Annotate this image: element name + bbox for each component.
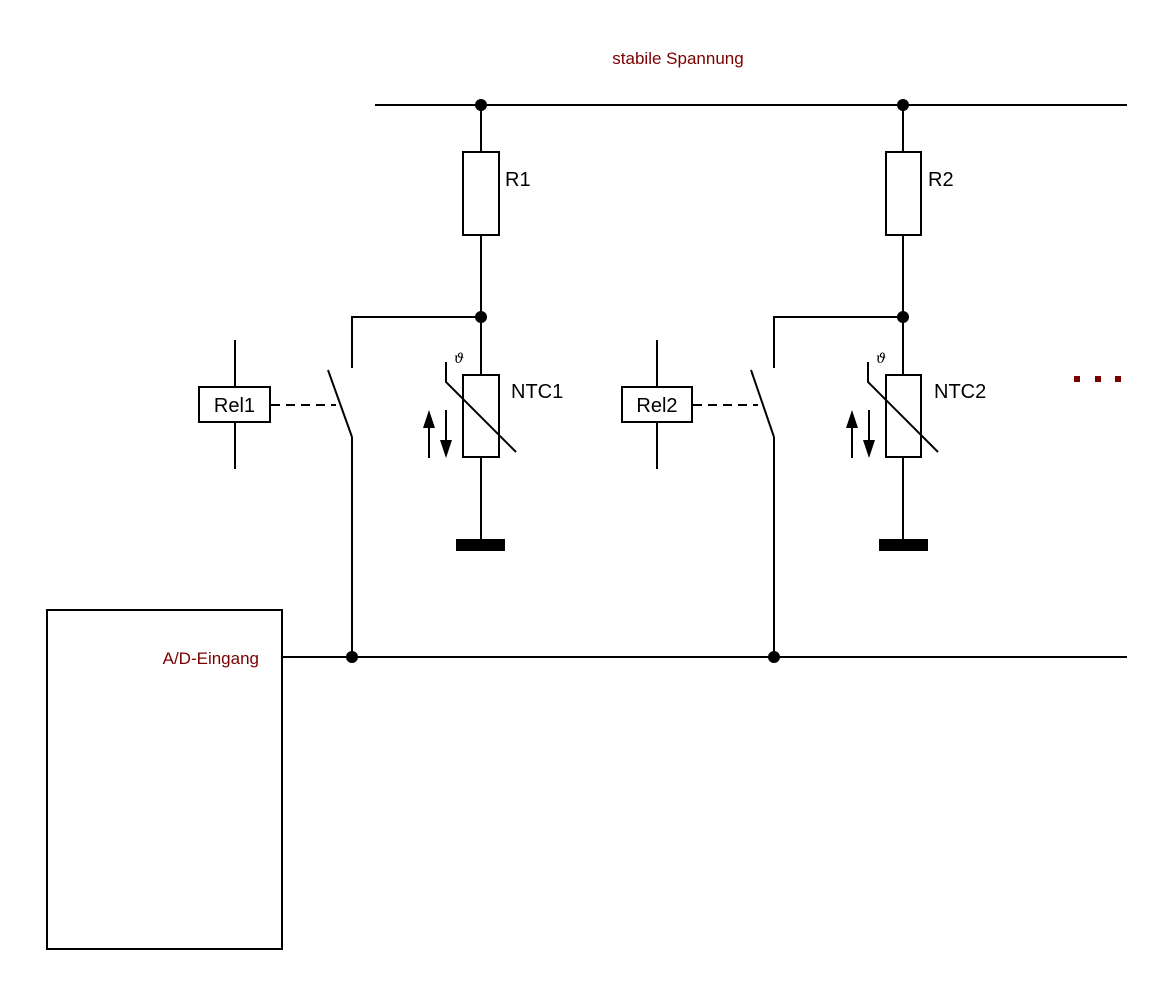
adc-input-label: A/D-Eingang [163,649,259,668]
adc-block [46,609,283,950]
wire [351,316,481,368]
channel-1: R1 ϑ NTC1 Rel1 [198,99,563,663]
ntc2-thermistor [885,374,922,458]
ground-icon [456,539,505,551]
supply-label: stabile Spannung [612,49,743,68]
ntc-slope-line [445,362,517,453]
junction-dot [768,651,780,663]
resistor-r1-label: R1 [505,169,531,191]
relay-rel2-label: Rel2 [636,395,677,417]
up-down-arrows-icon [423,410,452,458]
relay-rel1-label: Rel1 [214,395,255,417]
ntc2-label: NTC2 [934,381,986,403]
temperature-symbol-icon: ϑ [876,351,886,367]
channel-2: R2 ϑ NTC2 Rel2 [621,99,986,663]
relay-rel1 [198,386,271,423]
resistor-r2-label: R2 [928,169,954,191]
ntc1-label: NTC1 [511,381,563,403]
resistor-r2 [885,151,922,236]
junction-dot [346,651,358,663]
continuation-ellipsis [1074,376,1121,382]
relay-rel2 [621,386,693,423]
resistor-r1 [462,151,500,236]
ground-icon [879,539,928,551]
relay-switch-contact [750,369,775,438]
up-down-arrows-icon [846,410,875,458]
temperature-symbol-icon: ϑ [454,351,464,367]
relay-switch-contact [327,369,353,438]
ntc-slope-line [867,362,939,453]
wire [773,316,903,368]
